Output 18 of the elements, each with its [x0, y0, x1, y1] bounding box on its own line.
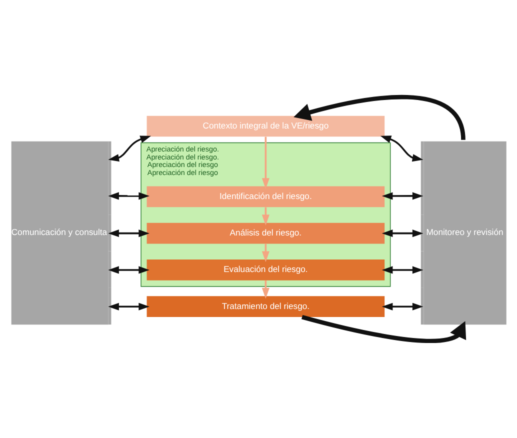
arrow	[108, 192, 150, 200]
arrow	[382, 192, 424, 200]
arrow	[382, 266, 424, 274]
arrow	[108, 230, 150, 238]
arrow	[382, 230, 424, 238]
node-box: Identificación del riesgo.	[146, 186, 385, 208]
arrow	[262, 136, 270, 189]
node-box: Evaluación del riesgo.	[146, 260, 385, 280]
node-box: Tratamiento del riesgo.	[146, 296, 385, 318]
arrow	[294, 94, 466, 140]
arrow	[302, 314, 466, 344]
arrow	[380, 136, 424, 162]
arrow	[108, 136, 152, 162]
node-box: Análisis del riesgo.	[146, 222, 385, 244]
arrow	[382, 302, 424, 310]
node-box: Contexto integral de la VE/riesgo	[146, 116, 385, 137]
arrow	[108, 266, 150, 274]
arrow	[108, 302, 150, 310]
